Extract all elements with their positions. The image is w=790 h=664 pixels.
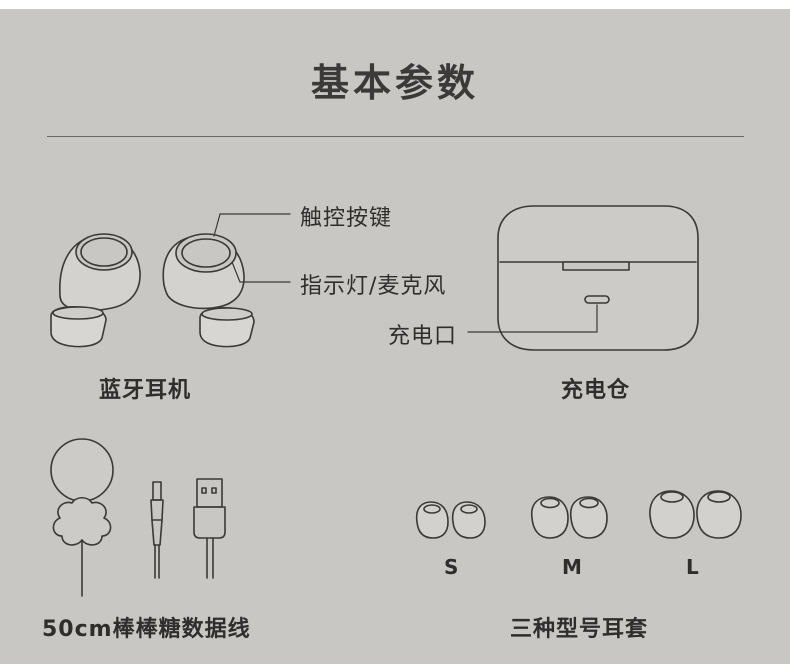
charging-case-illustration xyxy=(467,205,699,351)
left-earbud xyxy=(50,233,141,348)
top-strip xyxy=(0,0,790,9)
touch-key-label: 触控按键 xyxy=(300,206,393,231)
title-divider xyxy=(47,136,744,137)
usb-c-connector xyxy=(150,481,164,579)
size-m-label: M xyxy=(562,555,582,579)
page-title: 基本参数 xyxy=(310,61,479,105)
eartip-size-m xyxy=(530,496,608,539)
earbuds-illustration xyxy=(50,213,291,348)
eartips-illustration xyxy=(415,490,742,539)
size-s-label: S xyxy=(444,555,459,579)
right-earbud xyxy=(162,233,255,348)
charging-port-label: 充电口 xyxy=(388,324,458,349)
size-l-label: L xyxy=(686,555,699,579)
cable-label: 50cm棒棒糖数据线 xyxy=(42,617,251,642)
eartips-label: 三种型号耳套 xyxy=(510,617,649,642)
earbuds-label: 蓝牙耳机 xyxy=(99,378,192,403)
cable-illustration xyxy=(50,438,226,597)
usb-a-connector xyxy=(193,478,226,579)
cable-winder-disc xyxy=(50,438,114,502)
charging-case-label: 充电仓 xyxy=(561,378,631,403)
cable-clip xyxy=(52,496,112,546)
eartip-size-l xyxy=(649,490,742,539)
eartip-size-s xyxy=(415,501,486,539)
port-callout-line xyxy=(467,304,598,333)
charging-port xyxy=(584,295,610,304)
earbud-callout-lines xyxy=(213,213,291,283)
indicator-mic-label: 指示灯/麦克风 xyxy=(300,274,447,299)
